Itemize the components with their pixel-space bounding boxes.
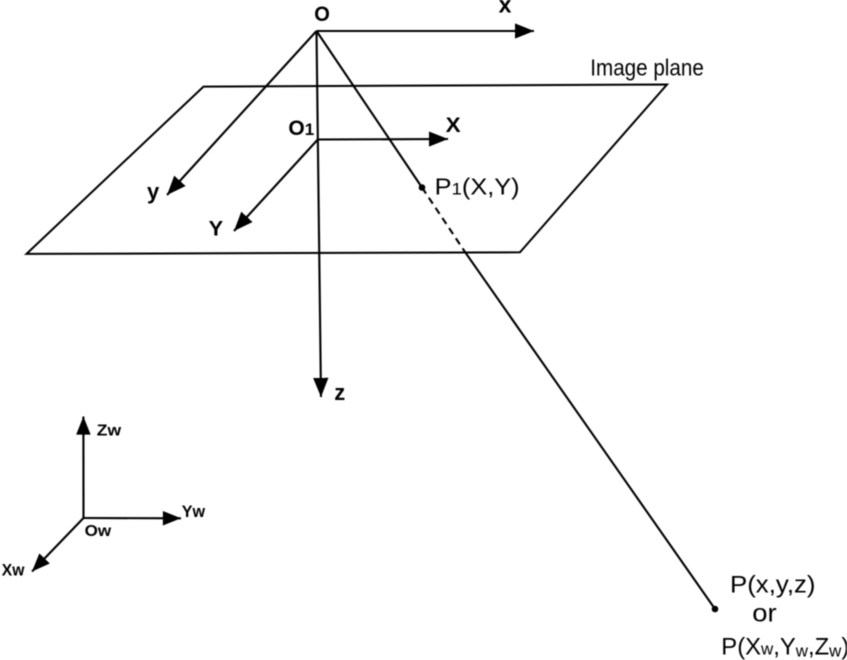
svg-text:Xw: Xw [2, 562, 25, 580]
svg-text:or: or [752, 600, 776, 628]
svg-text:z: z [334, 380, 345, 405]
svg-text:X: X [446, 113, 462, 137]
svg-text:Y: Y [209, 217, 224, 240]
svg-text:O: O [314, 2, 330, 26]
svg-text:Yw: Yw [182, 503, 205, 521]
svg-text:Image plane: Image plane [590, 55, 704, 81]
svg-text:O1: O1 [288, 117, 314, 140]
svg-text:Zw: Zw [97, 423, 122, 440]
svg-text:x: x [499, 0, 512, 17]
svg-text:P(x,y,z): P(x,y,z) [730, 572, 816, 599]
svg-text:y: y [147, 179, 160, 204]
svg-text:P(Xw,Yw,Zw): P(Xw,Yw,Zw) [721, 633, 847, 660]
svg-text:Ow: Ow [85, 523, 112, 540]
svg-text:P1(X,Y): P1(X,Y) [435, 174, 520, 200]
